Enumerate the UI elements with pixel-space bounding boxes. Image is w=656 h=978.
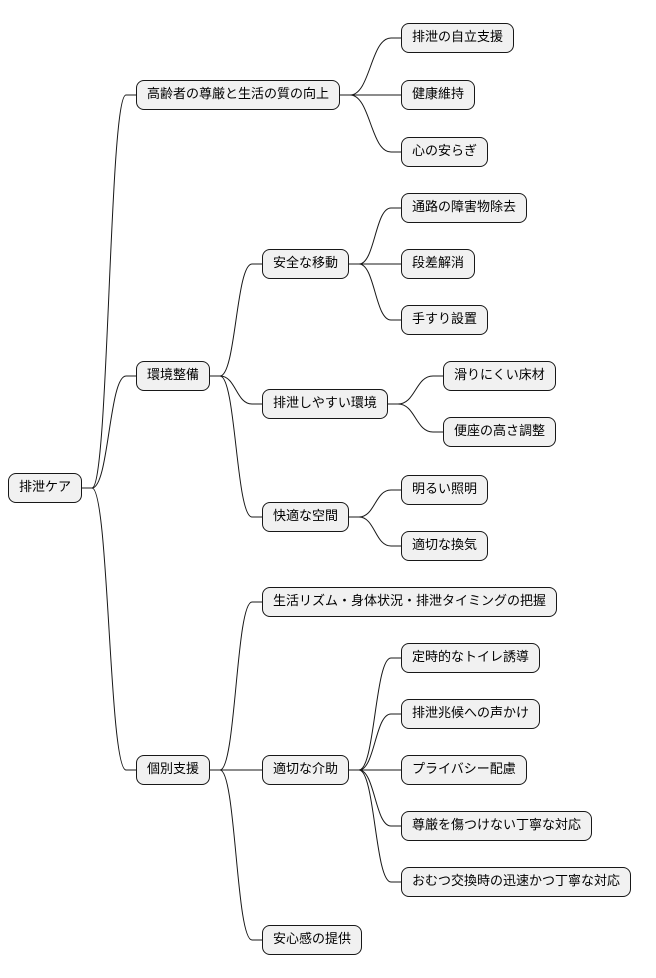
leaf-node-scheduled-toilet-guidance[interactable]: 定時的なトイレ誘導 xyxy=(401,643,541,673)
branch-node-environment[interactable]: 環境整備 xyxy=(136,361,211,391)
connector-n-root-n-b2 xyxy=(82,487,136,771)
connector-n-b2-n-b2-2 xyxy=(210,769,262,941)
leaf-node-voice-on-signs[interactable]: 排泄兆候への声かけ xyxy=(401,699,541,729)
connector-n-b2-1-n-b2-1-3 xyxy=(349,769,401,827)
connector-n-b1-1-n-b1-1-0 xyxy=(388,375,443,405)
connector-n-root-n-b0 xyxy=(82,94,136,489)
connector-n-b1-2-n-b1-2-0 xyxy=(349,489,401,518)
leaf-node-diaper-change-care[interactable]: おむつ交換時の迅速かつ丁寧な対応 xyxy=(401,867,632,897)
leaf-node-respectful-care[interactable]: 尊厳を傷つけない丁寧な対応 xyxy=(401,811,593,841)
connector-n-b0-n-b0-2 xyxy=(340,94,401,153)
leaf-node-privacy-consideration[interactable]: プライバシー配慮 xyxy=(401,755,527,785)
branch-node-dignity-qol[interactable]: 高齢者の尊厳と生活の質の向上 xyxy=(136,80,341,110)
connector-n-b2-n-b2-0 xyxy=(210,601,262,771)
connector-n-b2-1-n-b2-1-1 xyxy=(349,713,401,771)
connector-n-b1-n-b1-0 xyxy=(210,263,262,377)
connector-n-b1-n-b1-1 xyxy=(210,375,262,405)
connector-n-b0-n-b0-0 xyxy=(340,37,401,96)
sub-node-easy-toileting-environment[interactable]: 排泄しやすい環境 xyxy=(262,389,388,419)
connector-n-b1-0-n-b1-0-0 xyxy=(349,207,401,265)
leaf-node-health-maintenance[interactable]: 健康維持 xyxy=(401,80,476,110)
sub-node-comfortable-space[interactable]: 快適な空間 xyxy=(262,502,350,532)
connector-n-root-n-b1 xyxy=(82,375,136,489)
leaf-node-install-handrails[interactable]: 手すり設置 xyxy=(401,305,489,335)
sub-node-appropriate-assistance[interactable]: 適切な介助 xyxy=(262,755,350,785)
leaf-node-remove-obstacles[interactable]: 通路の障害物除去 xyxy=(401,193,528,223)
leaf-node-eliminate-steps[interactable]: 段差解消 xyxy=(401,249,476,279)
connector-n-b1-2-n-b1-2-1 xyxy=(349,516,401,547)
connector-n-b1-0-n-b1-0-2 xyxy=(349,263,401,321)
connector-n-b1-n-b1-2 xyxy=(210,375,262,518)
leaf-node-toileting-independence[interactable]: 排泄の自立支援 xyxy=(401,23,515,53)
leaf-node-bright-lighting[interactable]: 明るい照明 xyxy=(401,475,489,505)
leaf-node-toilet-seat-height[interactable]: 便座の高さ調整 xyxy=(443,417,557,447)
leaf-node-proper-ventilation[interactable]: 適切な換気 xyxy=(401,531,489,561)
connector-n-b2-1-n-b2-1-4 xyxy=(349,769,401,883)
sub-node-sense-of-security[interactable]: 安心感の提供 xyxy=(262,925,363,955)
leaf-node-non-slip-floor[interactable]: 滑りにくい床材 xyxy=(443,361,556,391)
sub-node-understand-rhythm[interactable]: 生活リズム・身体状況・排泄タイミングの把握 xyxy=(262,587,558,617)
root-node-haisetsu-care[interactable]: 排泄ケア xyxy=(8,473,83,503)
leaf-node-peace-of-mind[interactable]: 心の安らぎ xyxy=(401,137,489,167)
sub-node-safe-movement[interactable]: 安全な移動 xyxy=(262,249,350,279)
connector-n-b2-1-n-b2-1-0 xyxy=(349,657,401,771)
branch-node-individual-support[interactable]: 個別支援 xyxy=(136,755,211,785)
connector-n-b1-1-n-b1-1-1 xyxy=(388,403,443,433)
